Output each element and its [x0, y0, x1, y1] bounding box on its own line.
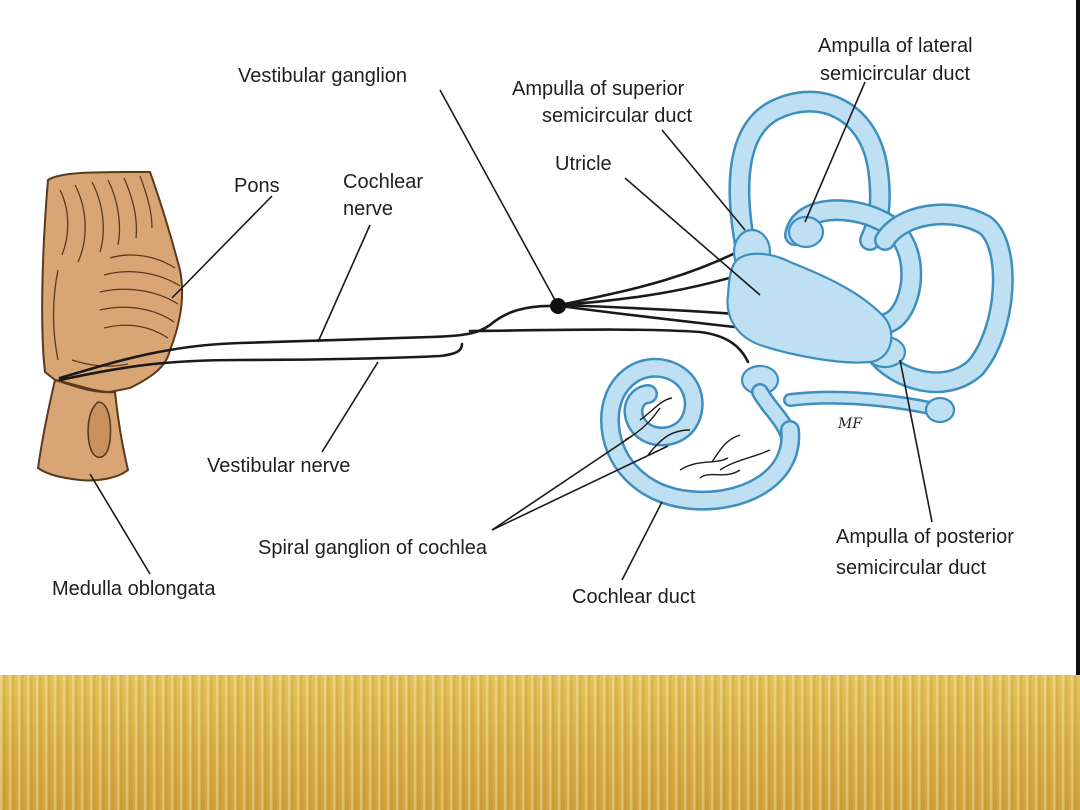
vestibular-ganglion-dot	[550, 298, 566, 314]
ptr-medulla	[89, 473, 151, 575]
cochlear-nerve-branch	[468, 328, 750, 364]
label-spiral-ganglion: Spiral ganglion of cochlea	[258, 537, 488, 559]
ampulla-lateral	[787, 215, 825, 249]
brainstem	[36, 170, 184, 482]
ptr-ampulla-posterior	[899, 359, 933, 523]
medulla-olive	[87, 401, 112, 459]
label-vestibular-nerve: Vestibular nerve	[207, 455, 350, 477]
label-medulla-oblongata: Medulla oblongata	[52, 578, 216, 600]
label-pons: Pons	[234, 175, 280, 197]
cochlea-spiral	[599, 357, 801, 511]
slide-edge-bar	[1076, 0, 1080, 675]
footer-texture-band	[0, 675, 1080, 810]
endolymphatic-duct	[783, 390, 956, 424]
utricle-body	[726, 252, 893, 364]
label-ampulla-lateral-1: Ampulla of lateral	[818, 35, 973, 57]
label-ampulla-superior-2: semicircular duct	[542, 105, 692, 127]
label-vestibular-ganglion: Vestibular ganglion	[238, 65, 407, 87]
spiral-ganglion-fibers	[624, 397, 771, 479]
label-cochlear-nerve-1: Cochlear	[343, 171, 423, 193]
label-artist-initials: MF	[837, 416, 863, 432]
label-ampulla-posterior-2: semicircular duct	[836, 557, 986, 579]
membranous-labyrinth	[599, 90, 1014, 511]
label-cochlear-nerve-2: nerve	[343, 198, 393, 220]
ptr-vestibular-nerve	[321, 361, 379, 453]
ptr-cochlear-duct	[621, 501, 663, 581]
ptr-spiral-ganglion-1	[491, 435, 633, 531]
superior-semicircular-duct	[728, 90, 891, 256]
label-utricle: Utricle	[555, 153, 612, 175]
endolymphatic-sac	[924, 396, 956, 424]
ptr-pons	[171, 195, 273, 299]
label-cochlear-duct: Cochlear duct	[572, 586, 696, 608]
nerves	[58, 238, 902, 382]
ptr-ampulla-lateral	[804, 81, 866, 223]
label-ampulla-posterior-1: Ampulla of posterior	[836, 526, 1014, 548]
medulla-shape	[36, 378, 130, 482]
label-ampulla-superior-1: Ampulla of superior	[512, 78, 685, 100]
ptr-ampulla-superior	[661, 129, 746, 231]
labels: Vestibular ganglion Ampulla of superior …	[52, 35, 1014, 608]
inner-ear-diagram: Vestibular ganglion Ampulla of superior …	[36, 35, 1014, 608]
ptr-utricle	[624, 177, 761, 296]
ptr-cochlear-nerve	[317, 224, 371, 343]
posterior-semicircular-duct	[864, 203, 1014, 394]
pons-shape	[41, 170, 184, 394]
vestibular-nerve	[58, 342, 464, 382]
cochlear-nerve	[58, 304, 558, 380]
ptr-vestibular-ganglion	[439, 89, 556, 301]
ptr-spiral-ganglion-2	[491, 445, 669, 531]
label-ampulla-lateral-2: semicircular duct	[820, 63, 970, 85]
pointer-lines	[89, 81, 933, 581]
